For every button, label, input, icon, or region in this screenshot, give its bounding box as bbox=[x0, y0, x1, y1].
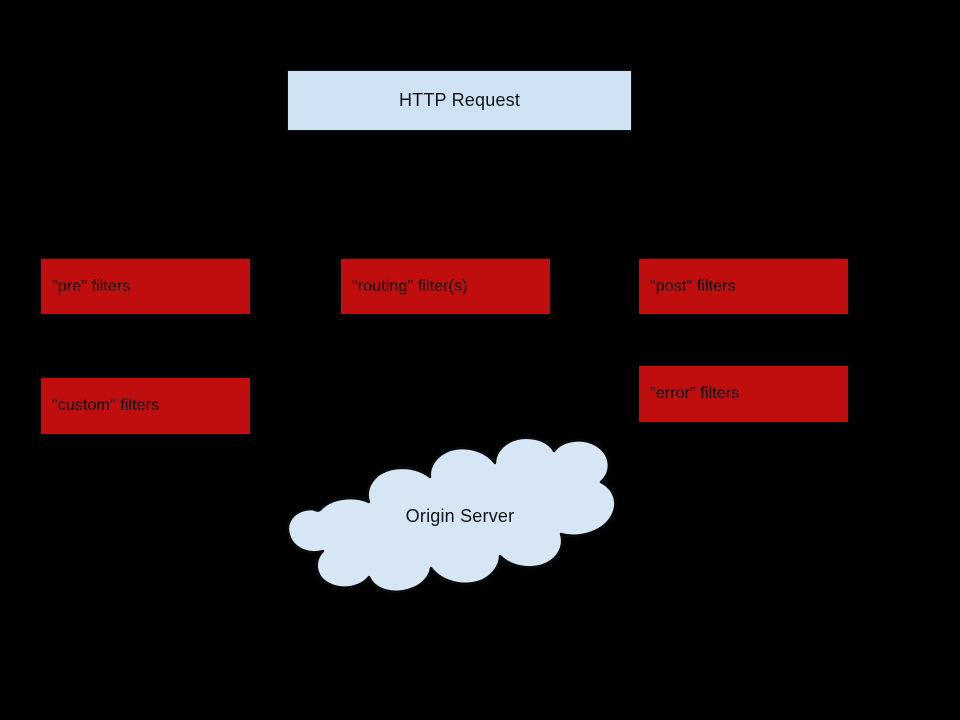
node-routing-filters-label: "routing" filter(s) bbox=[352, 277, 468, 295]
node-custom-filters-label: "custom" filters bbox=[52, 397, 160, 414]
cloud-shape-icon bbox=[286, 437, 617, 593]
node-http-request[interactable]: HTTP Request bbox=[287, 70, 632, 131]
node-origin-server[interactable]: Origin Server bbox=[283, 437, 635, 594]
node-post-filters[interactable]: "post" filters bbox=[638, 258, 849, 315]
node-post-filters-label: "post" filters bbox=[650, 277, 736, 295]
node-pre-filters[interactable]: "pre" filters bbox=[40, 258, 251, 315]
node-http-request-label: HTTP Request bbox=[398, 90, 521, 110]
node-routing-filters[interactable]: "routing" filter(s) bbox=[340, 258, 551, 315]
node-pre-filters-label: "pre" filters bbox=[52, 277, 131, 295]
node-error-filters[interactable]: "error" filters bbox=[638, 365, 849, 423]
node-custom-filters[interactable]: "custom" filters bbox=[40, 377, 251, 435]
node-error-filters-label: "error" filters bbox=[650, 385, 740, 402]
